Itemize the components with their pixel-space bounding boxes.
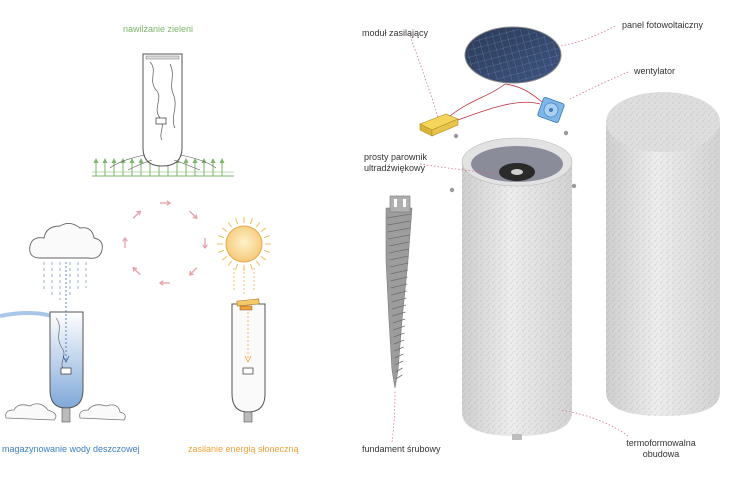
- cloud-icon: [29, 223, 103, 259]
- fan-icon: [537, 97, 565, 123]
- ground-clouds: [5, 403, 126, 421]
- rain-label: magazynowanie wody deszczowej: [2, 444, 140, 454]
- pv-panel: [464, 26, 562, 84]
- solar-diagram: [217, 217, 271, 423]
- power-module-label: moduł zasilający: [362, 28, 429, 38]
- humidify-diagram: [92, 53, 234, 177]
- housing-shell: [606, 92, 720, 416]
- main-housing: [461, 137, 573, 440]
- humidify-capsule: [142, 53, 183, 167]
- rain-diagram: [0, 223, 126, 423]
- humidify-mist: [149, 61, 176, 141]
- housing-label-2: obudowa: [642, 449, 680, 459]
- solar-capsule: [231, 303, 266, 413]
- evaporator-label-2: ultradźwiękowy: [364, 163, 426, 173]
- leader-lines: [391, 25, 629, 443]
- housing-label-1: termoformowalna: [626, 438, 696, 448]
- solar-label: zasilanie energią słoneczną: [188, 444, 299, 454]
- cycle-arrows: [122, 200, 208, 286]
- screws: [449, 130, 577, 193]
- exploded-view: [385, 25, 720, 443]
- sun-icon: [225, 225, 263, 263]
- power-module: [419, 113, 459, 137]
- screw-foundation: [385, 195, 413, 389]
- sun-beams: [233, 268, 255, 294]
- pv-panel-label: panel fotowoltaiczny: [622, 20, 704, 30]
- evaporator-label-1: prosty parownik: [364, 152, 428, 162]
- rain-streaks: [43, 262, 87, 300]
- foundation-label: fundament śrubowy: [362, 444, 441, 454]
- rain-capsule: [49, 311, 84, 409]
- humidify-label: nawilżanie zieleni: [122, 24, 194, 34]
- fan-label: wentylator: [634, 66, 676, 76]
